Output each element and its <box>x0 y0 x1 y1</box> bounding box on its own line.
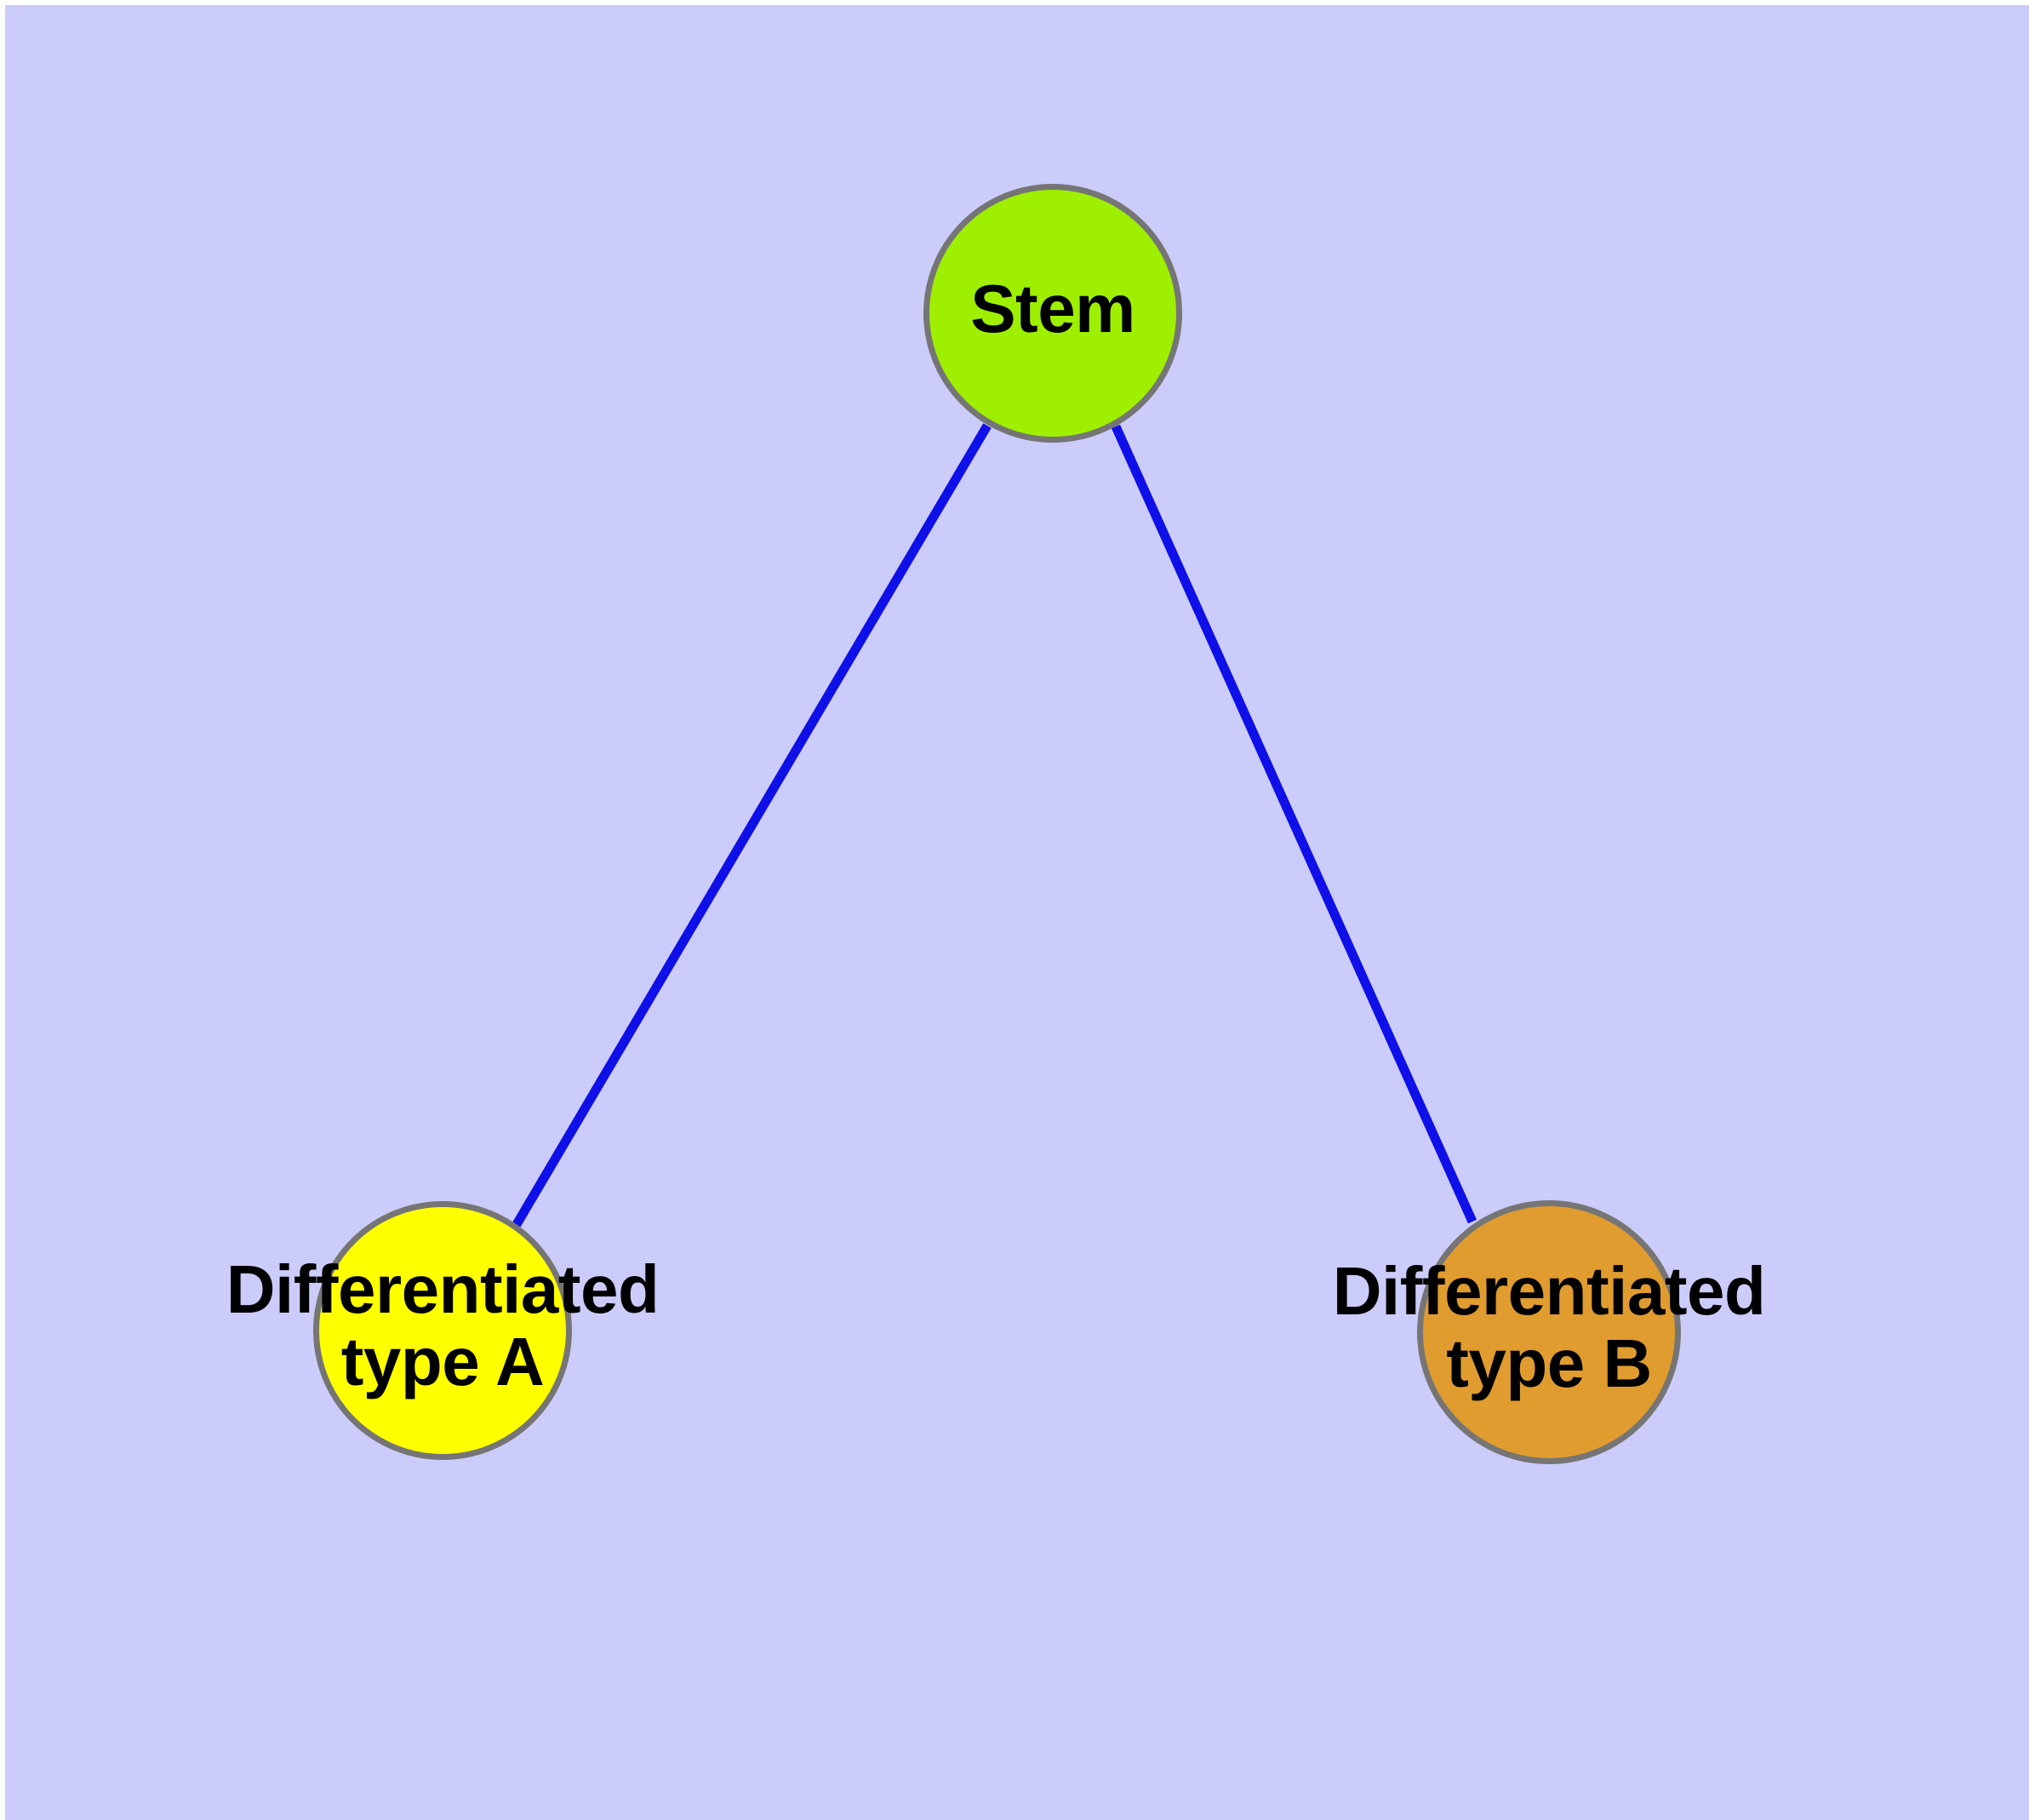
node-differentiated-type-b[interactable] <box>1417 1200 1681 1464</box>
edge-stem-to-differentiated-type-a[interactable] <box>512 423 992 1228</box>
edge-stem-to-differentiated-type-b[interactable] <box>1111 424 1477 1224</box>
node-stem[interactable] <box>923 184 1182 443</box>
node-differentiated-type-a[interactable] <box>313 1201 572 1460</box>
